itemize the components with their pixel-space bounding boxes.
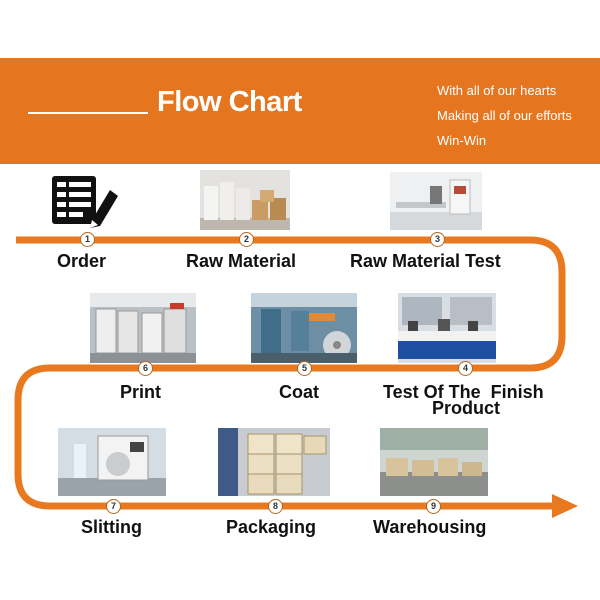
step-7-label: Slitting	[81, 517, 142, 537]
step-7-number: 7	[106, 499, 121, 514]
step-4-label-line2: Product	[432, 398, 501, 418]
packaging-boxes-photo	[218, 428, 330, 496]
coating-machine-photo	[251, 293, 357, 363]
header-banner	[0, 58, 600, 164]
step-2-label: Raw Material	[186, 251, 297, 271]
slogan-list: With all of our hearts Making all of our…	[437, 78, 572, 153]
step-8-number: 8	[268, 499, 283, 514]
step-6-number: 6	[138, 361, 153, 376]
step-5-label: Coat	[279, 382, 319, 402]
step-1-label: Order	[57, 251, 107, 271]
flow-path-line	[14, 236, 566, 510]
slogan-2: Making all of our efforts	[437, 108, 572, 123]
warehouse-photo	[380, 428, 488, 496]
order-icon	[48, 172, 120, 228]
step-4-label: Test Of The Finish	[383, 382, 544, 402]
step-6-label: Print	[120, 382, 162, 402]
step-9-number: 9	[426, 499, 441, 514]
flow-arrow-head	[552, 494, 578, 518]
step-5-number: 5	[297, 361, 312, 376]
step-3-number: 3	[430, 232, 445, 247]
step-1-number: 1	[80, 232, 95, 247]
slogan-1: With all of our hearts	[437, 83, 557, 98]
raw-material-photo	[200, 170, 290, 230]
step-2-number: 2	[239, 232, 254, 247]
finish-test-lab-photo	[398, 293, 496, 363]
printing-machine-photo	[90, 293, 196, 363]
title-divider-line	[28, 112, 148, 114]
page-title: Flow Chart	[157, 86, 302, 118]
step-4-number: 4	[458, 361, 473, 376]
step-3-label: Raw Material Test	[350, 251, 501, 271]
slitting-machine-photo	[58, 428, 166, 496]
lab-test-photo	[390, 172, 482, 230]
step-8-label: Packaging	[226, 517, 317, 537]
step-9-label: Warehousing	[373, 517, 487, 537]
slogan-3: Win-Win	[437, 133, 487, 148]
